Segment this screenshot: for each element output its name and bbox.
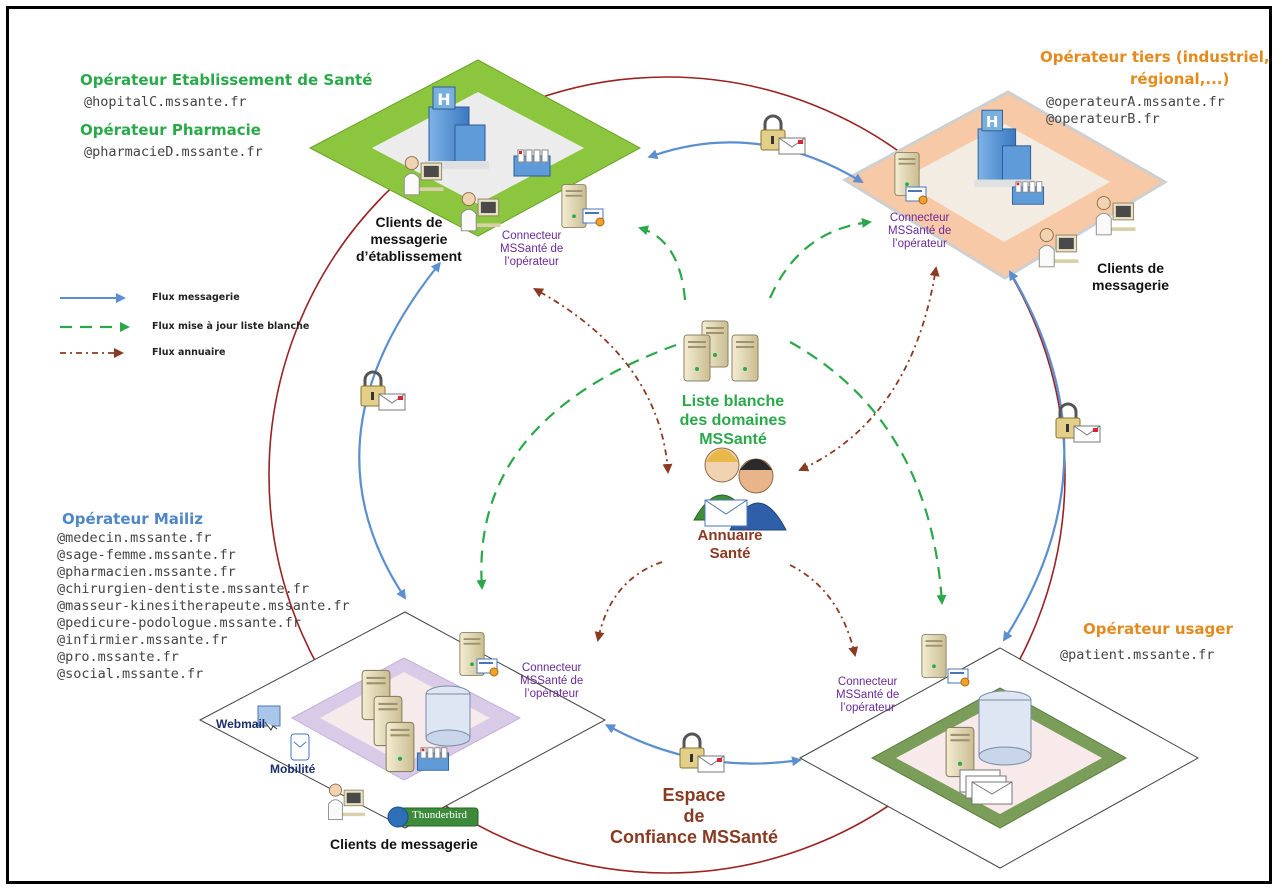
espace-line: de bbox=[683, 806, 705, 826]
mailbox-icon bbox=[513, 149, 551, 177]
clients-line: Clients de bbox=[375, 214, 443, 230]
liste-line: MSSanté bbox=[699, 431, 767, 448]
legend-messagerie-label: Flux messagerie bbox=[152, 292, 240, 303]
operateur-etablissement-title: Opérateur Etablissement de Santé bbox=[80, 71, 373, 89]
liste-line: des domaines bbox=[679, 412, 787, 429]
annuaire-people-icon bbox=[693, 447, 787, 531]
mailiz-domain: @medecin.mssante.fr bbox=[57, 530, 212, 546]
connecteur-etablissement-label: Connecteur MSSanté de l’opérateur bbox=[500, 230, 563, 269]
clients-etablissement-label: Clients de messagerie d’établissement bbox=[356, 214, 462, 265]
brown-flow-bottomleft bbox=[594, 561, 663, 642]
thunderbird-badge-icon bbox=[387, 806, 479, 828]
connecteur-line: l’opérateur bbox=[840, 702, 895, 714]
thunderbird-label: Thunderbird bbox=[412, 809, 467, 821]
mailiz-servers-icon bbox=[361, 669, 471, 773]
clients-line: messagerie bbox=[370, 231, 448, 247]
espace-line: Espace bbox=[662, 785, 726, 805]
espace-line: Confiance MSSanté bbox=[609, 827, 779, 847]
mailiz-domain: @chirurgien-dentiste.mssante.fr bbox=[57, 581, 309, 597]
clients-line: d’établissement bbox=[356, 248, 462, 264]
mailiz-domain: @sage-femme.mssante.fr bbox=[57, 547, 236, 563]
operateur-tiers-domain: @operateurA.mssante.fr bbox=[1046, 94, 1225, 110]
brown-flow-topright bbox=[798, 266, 940, 472]
operateur-usager-title: Opérateur usager bbox=[1083, 620, 1233, 638]
trust-circle bbox=[268, 76, 1066, 874]
connecteur-line: l’opérateur bbox=[524, 688, 579, 700]
certificate-icon bbox=[947, 668, 970, 687]
flux-annuaire-arrows bbox=[533, 266, 940, 657]
connecteur-line: Connecteur bbox=[501, 230, 562, 242]
connecteur-line: Connecteur bbox=[889, 212, 950, 224]
blue-flow-top bbox=[647, 141, 864, 184]
usager-database-icon bbox=[945, 690, 1032, 778]
server-icon bbox=[561, 184, 587, 228]
certificate-icon bbox=[905, 186, 928, 205]
annuaire-sante-label: Annuaire Santé bbox=[680, 527, 780, 563]
connecteur-line: Connecteur bbox=[521, 662, 582, 674]
connecteur-line: MSSanté de bbox=[520, 675, 584, 687]
lock-mail-icon bbox=[759, 114, 807, 156]
lock-mail-icon bbox=[359, 370, 407, 412]
operateur-tiers-title-line2: régional,...) bbox=[1130, 70, 1230, 88]
clients-line: messagerie bbox=[1092, 277, 1170, 293]
mailbox-tiers-icon bbox=[1011, 181, 1045, 205]
server-cluster-icon bbox=[683, 320, 759, 382]
diagram-frame bbox=[6, 6, 1272, 884]
mailiz-domain: @masseur-kinesitherapeute.mssante.fr bbox=[57, 598, 350, 614]
mailiz-domain: @infirmier.mssante.fr bbox=[57, 632, 228, 648]
server-icon bbox=[921, 634, 947, 678]
mailiz-domain: @pedicure-podologue.mssante.fr bbox=[57, 615, 301, 631]
connecteur-usager-label: Connecteur MSSanté de l’opérateur bbox=[836, 676, 899, 715]
lock-mail-icon bbox=[1054, 402, 1102, 444]
legend-lines bbox=[60, 293, 130, 358]
certificate-icon bbox=[582, 208, 605, 227]
mailiz-domain: @social.mssante.fr bbox=[57, 666, 204, 682]
mailbox-mailiz-icon bbox=[416, 747, 450, 771]
legend-annuaire-label: Flux annuaire bbox=[152, 347, 226, 358]
clients-tiers-label: Clients de messagerie bbox=[1092, 260, 1169, 294]
connecteur-line: MSSanté de bbox=[836, 689, 900, 701]
annuaire-line: Santé bbox=[709, 545, 751, 562]
blue-flow-right bbox=[1002, 270, 1066, 642]
webmail-icon bbox=[257, 705, 281, 731]
green-flow-topright bbox=[768, 217, 872, 299]
annuaire-line: Annuaire bbox=[697, 527, 763, 544]
espace-confiance-label: Espace de Confiance MSSanté bbox=[594, 785, 794, 848]
mailiz-domain: @pro.mssante.fr bbox=[57, 649, 179, 665]
connecteur-line: MSSanté de bbox=[500, 243, 564, 255]
green-flow-bottomright bbox=[789, 341, 947, 605]
blue-flow-left bbox=[358, 261, 441, 600]
mobile-phone-icon bbox=[290, 733, 310, 761]
green-flow-bottomleft bbox=[476, 343, 677, 590]
operateur-pharmacie-domain: @pharmacieD.mssante.fr bbox=[84, 144, 263, 160]
brown-flow-topleft bbox=[533, 288, 673, 474]
operateur-tiers-domain: @operateurB.fr bbox=[1046, 111, 1160, 127]
mobilite-label: Mobilité bbox=[270, 762, 316, 776]
connecteur-line: l’opérateur bbox=[892, 238, 947, 250]
legend-liste-label: Flux mise à jour liste blanche bbox=[152, 321, 310, 332]
connecteur-line: l’opérateur bbox=[504, 256, 559, 268]
operateur-usager-domain: @patient.mssante.fr bbox=[1060, 647, 1215, 663]
operateur-mailiz-title: Opérateur Mailiz bbox=[62, 510, 204, 528]
connecteur-mailiz-label: Connecteur MSSanté de l’opérateur bbox=[520, 662, 583, 701]
mailiz-domain: @pharmacien.mssante.fr bbox=[57, 564, 236, 580]
certificate-icon bbox=[476, 658, 499, 677]
clients-line: Clients de bbox=[1097, 260, 1164, 276]
mailiz-domain-list: @medecin.mssante.fr @sage-femme.mssante.… bbox=[57, 530, 350, 683]
connecteur-line: MSSanté de bbox=[888, 225, 952, 237]
operateur-tiers-title-line1: Opérateur tiers (industriel, bbox=[1040, 48, 1270, 66]
green-flow-topleft bbox=[638, 225, 687, 301]
brown-flow-bottomright bbox=[789, 564, 859, 657]
operateur-etablissement-domain: @hopitalC.mssante.fr bbox=[84, 94, 247, 110]
envelope-stack-icon bbox=[959, 769, 1013, 805]
liste-blanche-label: Liste blanche des domaines MSSanté bbox=[673, 392, 793, 449]
operateur-pharmacie-title: Opérateur Pharmacie bbox=[80, 121, 261, 139]
connecteur-tiers-label: Connecteur MSSanté de l’opérateur bbox=[888, 212, 951, 251]
webmail-label: Webmail bbox=[216, 717, 266, 731]
liste-line: Liste blanche bbox=[681, 393, 785, 410]
lock-mail-icon bbox=[678, 732, 726, 774]
connecteur-line: Connecteur bbox=[837, 676, 898, 688]
clients-mailiz-label: Clients de messagerie bbox=[330, 836, 478, 852]
